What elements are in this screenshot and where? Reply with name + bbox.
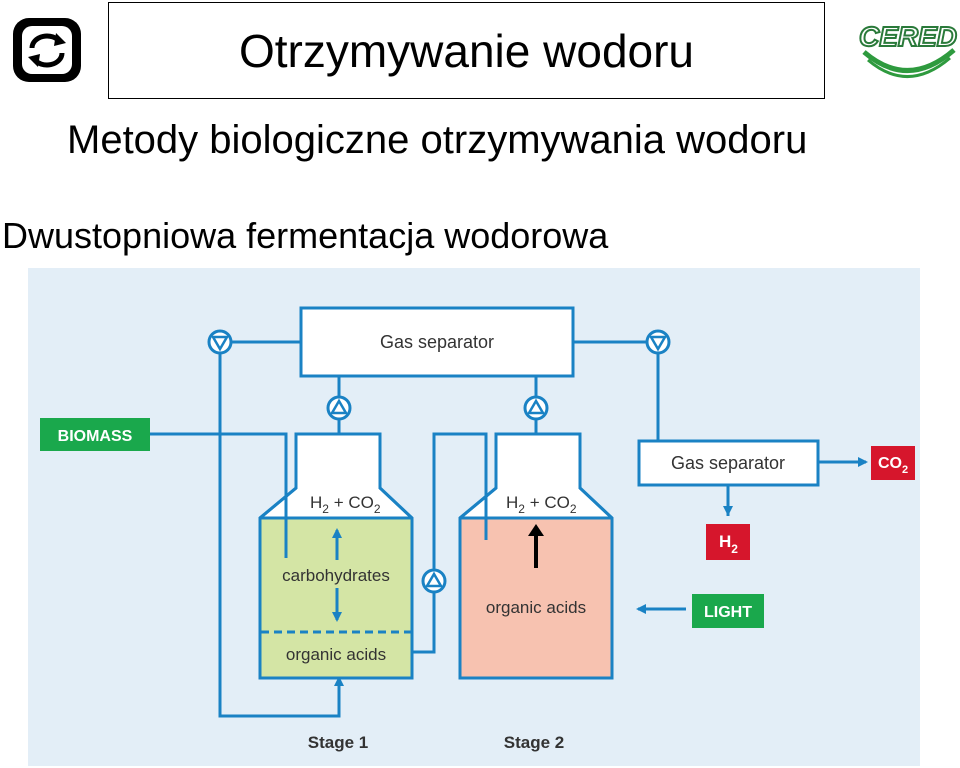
top-gas-separator-label: Gas separator [380,332,494,352]
co2-label: CO2 [878,455,908,476]
slide-subtitle: Metody biologiczne otrzymywania wodoru [67,118,808,162]
pump-icon [326,395,352,421]
pump-icon [207,329,233,355]
light-label: LIGHT [704,604,752,621]
two-stage-fermentation-diagram: Gas separator [28,268,920,766]
pump-icon [421,568,447,594]
stage2-up-arrowhead [528,524,544,536]
slide-title: Otrzymywanie wodoru [108,2,825,99]
right-gas-separator-label: Gas separator [671,453,785,473]
cered-logo-text: CERED [859,21,957,52]
stage1-gas-label: H2 + CO2 [310,493,381,516]
pump-icon [523,395,549,421]
stage2-organic-acids: organic acids [486,598,586,617]
stage1-label: Stage 1 [308,733,368,752]
cered-logo: CERED [858,20,958,78]
h2-label-box [706,524,750,560]
co2-label-box [871,446,915,480]
recycle-arrows-icon [13,18,81,82]
stage1-carbohydrates: carbohydrates [282,566,390,585]
pump-icon [645,329,671,355]
light-label-box [692,594,764,628]
stage2-gas-label: H2 + CO2 [506,493,577,516]
section-title: Dwustopniowa fermentacja wodorowa [2,215,609,256]
h2-label: H2 [719,532,738,556]
stage1-organic-acids: organic acids [286,645,386,664]
right-gas-separator [637,439,820,487]
stage2-label: Stage 2 [504,733,564,752]
biomass-label: BIOMASS [58,428,133,445]
biomass-label-box [40,418,150,451]
